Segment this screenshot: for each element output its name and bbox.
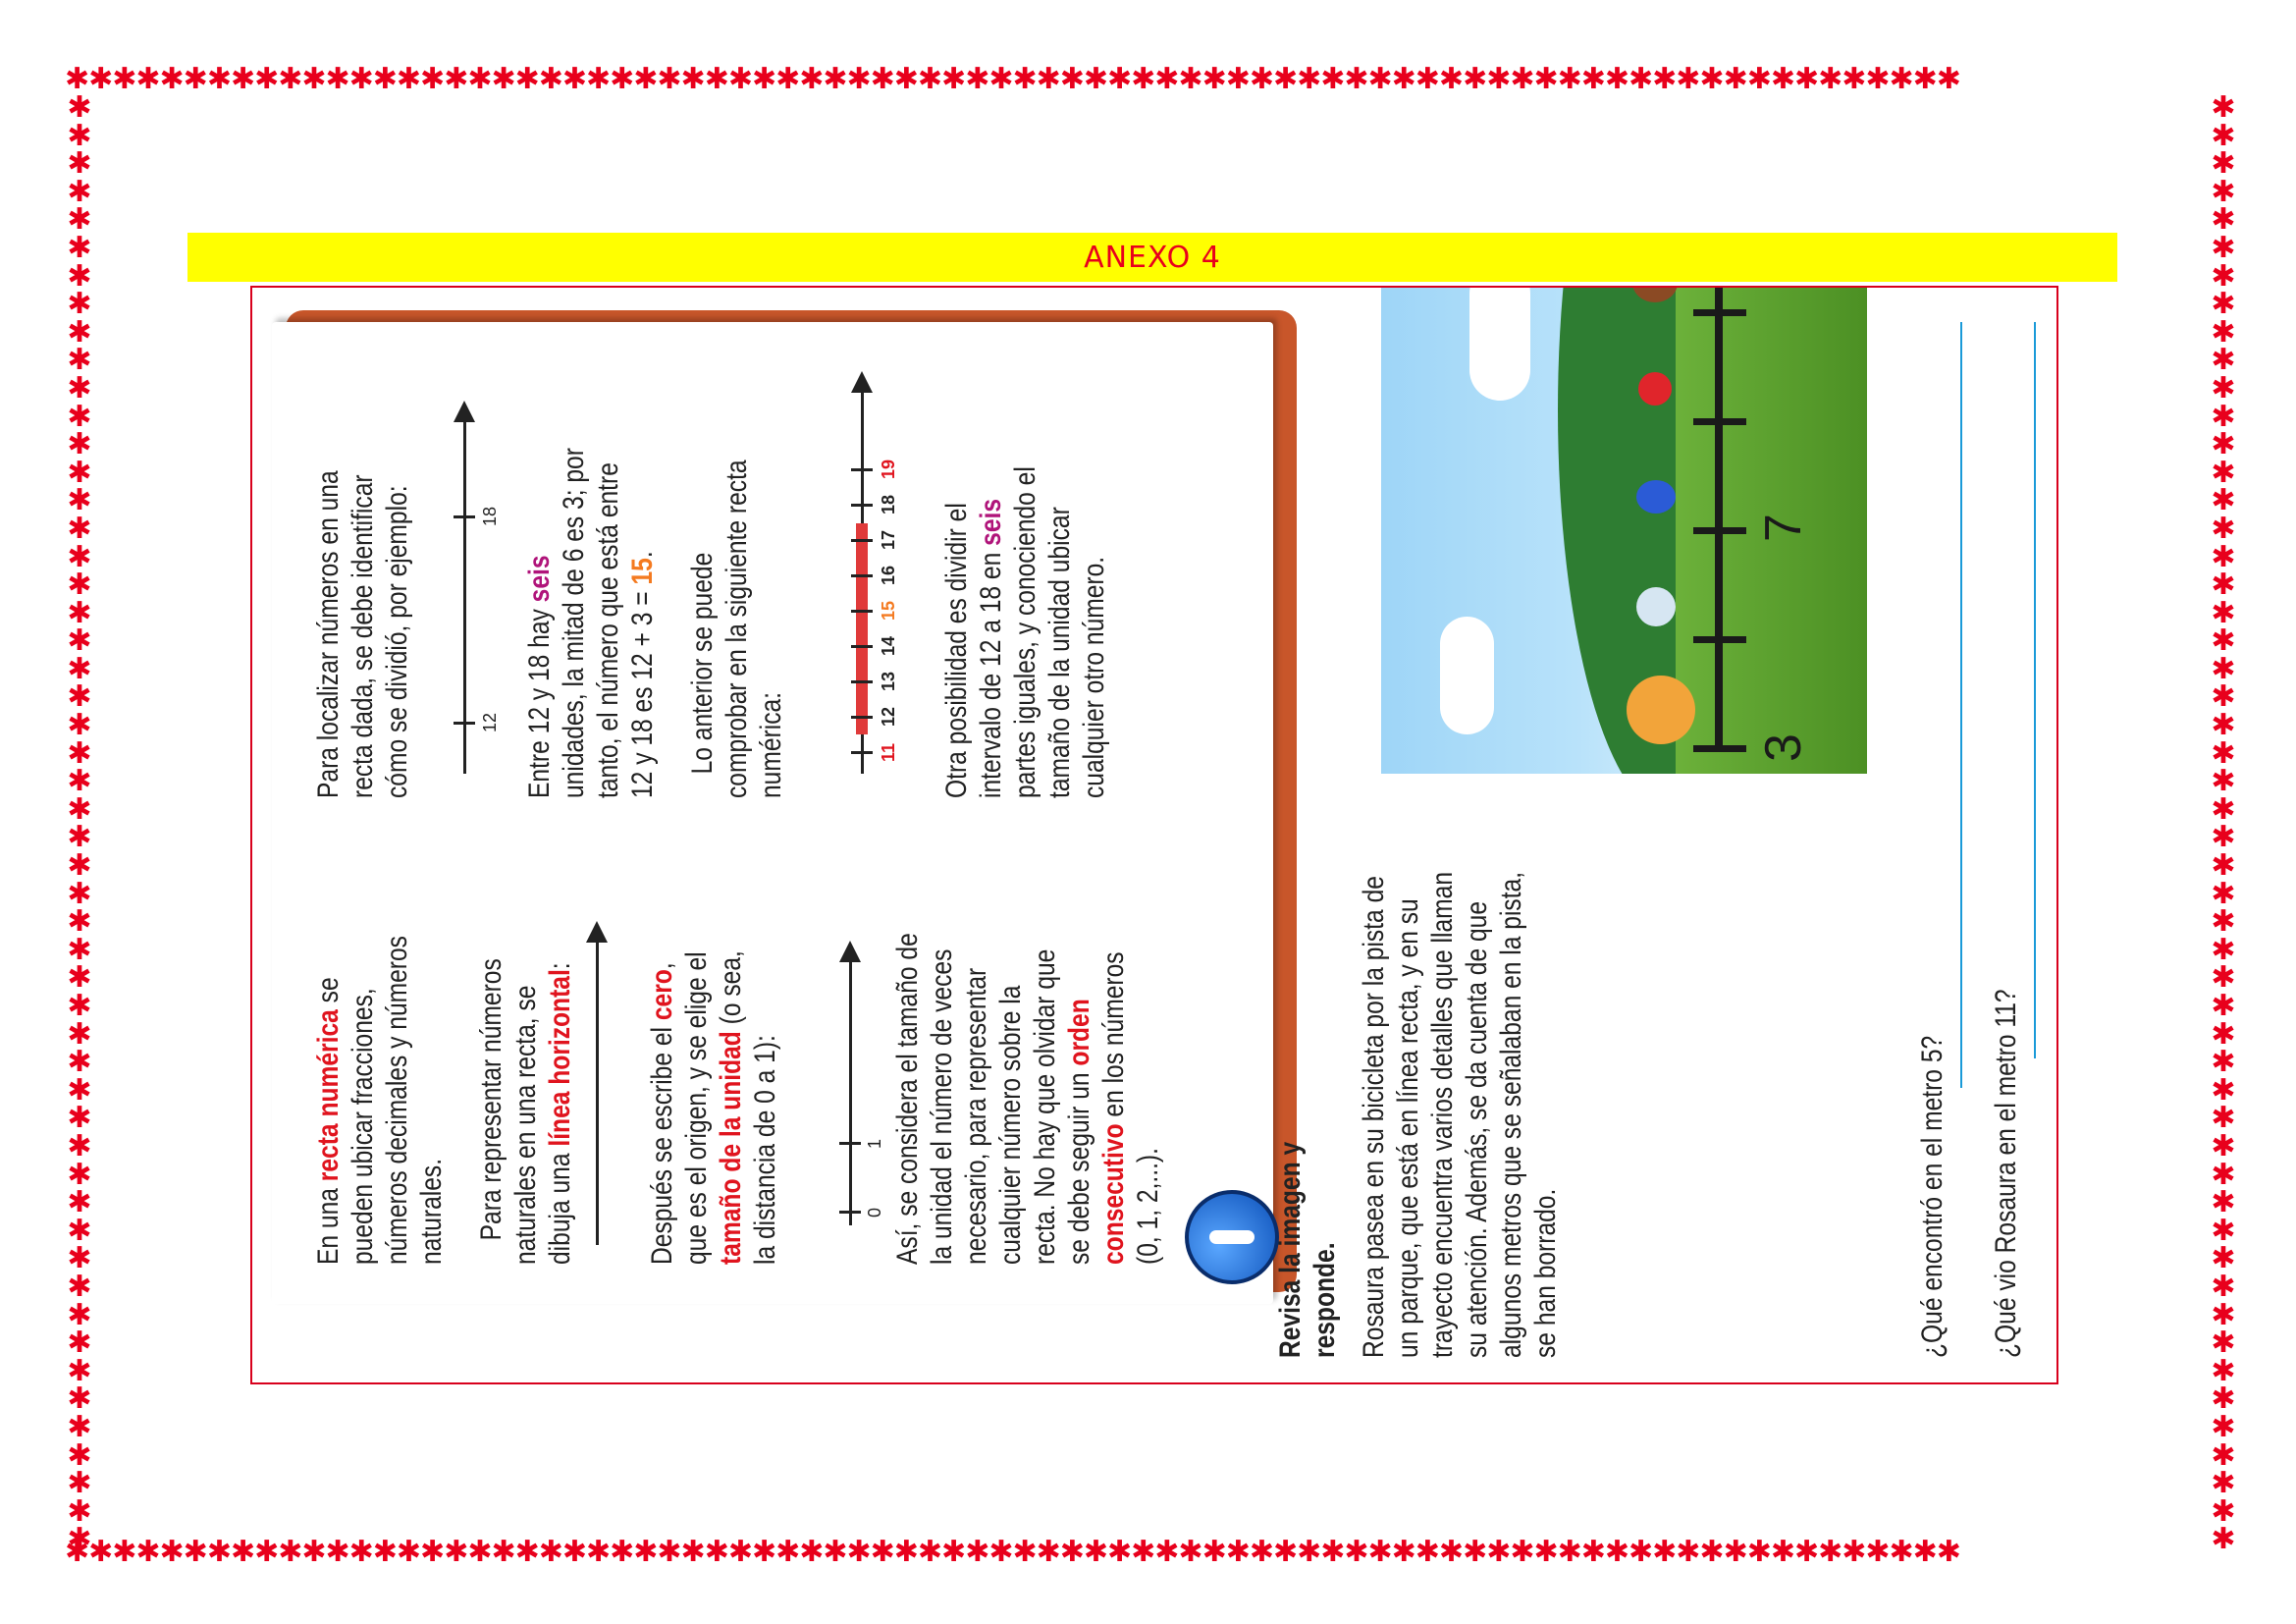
- unit-line-arrow: [839, 941, 861, 962]
- annex-title-bar: ANEXO 4: [187, 233, 2117, 282]
- question-1: ¿Qué encontró en el metro 5?: [1916, 1035, 1949, 1358]
- rabbit-icon: [1636, 587, 1676, 626]
- bottom-star-border: ✱✱✱✱✱✱✱✱✱✱✱✱✱✱✱✱✱✱✱✱✱✱✱✱✱✱✱✱✱✱✱✱✱✱✱✱✱✱✱✱…: [65, 1536, 1961, 1569]
- scale-tick: [851, 645, 873, 648]
- info-paragraph-zero: Después se escribe el cero, que es el or…: [646, 950, 781, 1265]
- left-star-border: ✱✱✱✱✱✱✱✱✱✱✱✱✱✱✱✱✱✱✱✱✱✱✱✱✱✱✱✱✱✱✱✱✱✱✱✱✱✱✱✱…: [67, 94, 92, 1551]
- info-paragraph-divide: Otra posibilidad es dividir el intervalo…: [940, 466, 1110, 798]
- scale-label: 17: [879, 529, 898, 550]
- example-line: [463, 420, 466, 774]
- horizontal-line-arrow: [586, 921, 608, 943]
- unit-line: [849, 960, 852, 1225]
- scale-tick: [851, 751, 873, 754]
- unit-line-tick-0: [839, 1211, 861, 1214]
- scale-tick: [851, 539, 873, 542]
- activity-heading: Revisa la imagen y responde.: [1274, 1141, 1341, 1358]
- girl-on-bike-icon: [1627, 676, 1695, 744]
- info-column-left: En una recta numérica se pueden ubicar f…: [312, 936, 576, 1265]
- flower-icon: [1638, 372, 1672, 406]
- unit-label-1: 1: [865, 1138, 884, 1149]
- info-icon: [1185, 1190, 1279, 1284]
- scale-label: 12: [879, 706, 898, 727]
- scale-label: 15: [879, 600, 898, 621]
- scale-line-arrow: [851, 371, 873, 393]
- example-label-18: 18: [480, 506, 500, 526]
- track-label-mark: 7: [1755, 514, 1812, 542]
- scale-label: 14: [879, 635, 898, 656]
- example-label-12: 12: [480, 712, 500, 732]
- park-track-illustration: 3 7: [1381, 288, 1867, 774]
- scale-label: 11: [879, 742, 898, 762]
- scale-tick: [851, 574, 873, 577]
- scale-label: 16: [879, 565, 898, 585]
- track-tick: [1693, 309, 1746, 316]
- example-line-arrow: [454, 401, 475, 422]
- horizontal-line: [596, 941, 599, 1245]
- example-tick-12: [454, 722, 475, 725]
- info-book: En una recta numérica se pueden ubicar f…: [272, 293, 1297, 1304]
- unit-label-0: 0: [865, 1207, 884, 1218]
- scale-highlight: [856, 523, 868, 734]
- scale-label: 13: [879, 671, 898, 691]
- scale-tick: [851, 504, 873, 507]
- annex-title: ANEXO 4: [1084, 240, 1221, 275]
- track-line: [1715, 288, 1723, 752]
- info-paragraph-half: Entre 12 y 18 hay seis unidades, la mita…: [523, 448, 787, 798]
- scale-label: 19: [879, 459, 898, 479]
- unit-line-tick-1: [839, 1142, 861, 1145]
- track-tick: [1693, 418, 1746, 425]
- bird-icon: [1636, 480, 1676, 514]
- track-tick: [1693, 636, 1746, 643]
- info-column-right: Para localizar números en una recta dada…: [312, 470, 413, 798]
- activity-story: Rosaura pasea en su bicicleta por la pis…: [1358, 871, 1562, 1358]
- track-tick: [1693, 745, 1746, 752]
- top-star-border: ✱✱✱✱✱✱✱✱✱✱✱✱✱✱✱✱✱✱✱✱✱✱✱✱✱✱✱✱✱✱✱✱✱✱✱✱✱✱✱✱…: [65, 63, 1961, 96]
- info-paragraph-order: Así, se considera el tamaño de la unidad…: [891, 933, 1164, 1265]
- rotated-page-frame: En una recta numérica se pueden ubicar f…: [250, 286, 2058, 1384]
- scale-tick: [851, 610, 873, 613]
- example-tick-18: [454, 515, 475, 518]
- right-star-border: ✱✱✱✱✱✱✱✱✱✱✱✱✱✱✱✱✱✱✱✱✱✱✱✱✱✱✱✱✱✱✱✱✱✱✱✱✱✱✱✱…: [2211, 94, 2236, 1551]
- answer-line-1[interactable]: [1960, 322, 1962, 1088]
- scale-tick: [851, 716, 873, 719]
- rotated-content: En una recta numérica se pueden ubicar f…: [252, 288, 2056, 1382]
- track-label-start: 3: [1755, 733, 1812, 762]
- track-tick: [1693, 527, 1746, 534]
- question-2: ¿Qué vio Rosaura en el metro 11?: [1990, 989, 2022, 1358]
- scale-label: 18: [879, 494, 898, 514]
- scale-tick: [851, 468, 873, 471]
- answer-line-2[interactable]: [2034, 322, 2036, 1058]
- book-page: En una recta numérica se pueden ubicar f…: [272, 322, 1279, 1304]
- scale-tick: [851, 680, 873, 683]
